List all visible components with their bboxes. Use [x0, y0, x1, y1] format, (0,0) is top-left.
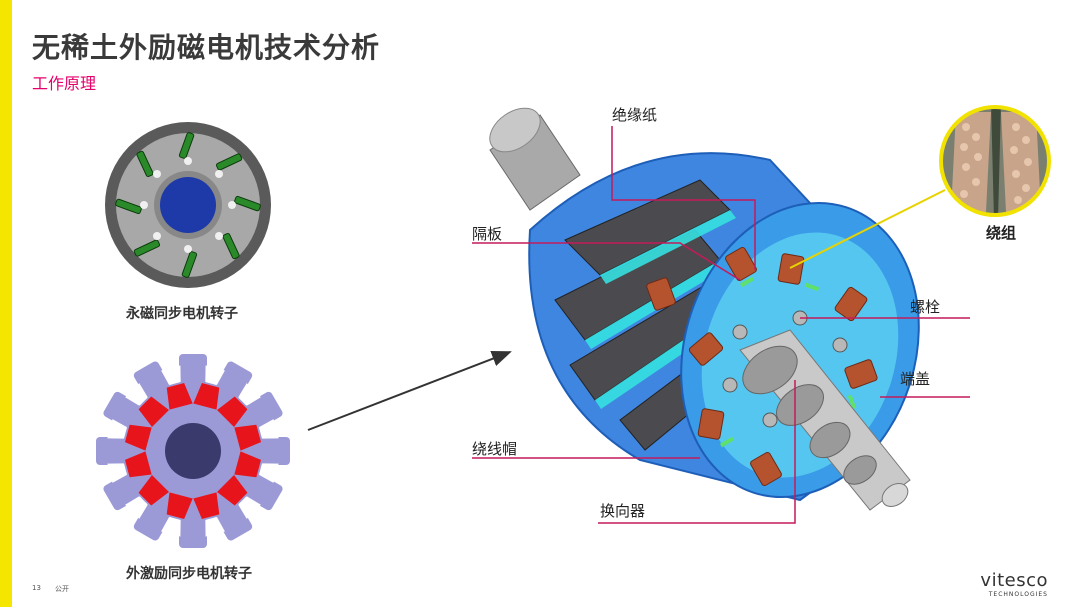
- callout-partition: 隔板: [472, 225, 503, 243]
- page-title: 无稀土外励磁电机技术分析: [32, 31, 381, 64]
- arrow: [307, 351, 512, 431]
- logo-wordmark: vitesco: [980, 570, 1048, 591]
- callout-commutator: 换向器: [600, 502, 646, 520]
- pm-rotor-illustration: [105, 122, 271, 288]
- winding-detail-inset: [939, 105, 1051, 217]
- callout-winding: 绕组: [986, 224, 1017, 242]
- callout-winding-cap: 绕线帽: [472, 440, 518, 458]
- ee-rotor-illustration: [96, 354, 290, 548]
- callout-bolt: 螺栓: [910, 298, 941, 316]
- page-number: 13: [32, 584, 41, 592]
- vitesco-logo: vitesco TECHNOLOGIES: [948, 570, 1048, 598]
- callout-insulation-paper: 绝缘纸: [612, 106, 658, 124]
- classification-label: 公开: [55, 585, 69, 593]
- logo-tagline: TECHNOLOGIES: [988, 591, 1048, 598]
- pm-rotor-caption: 永磁同步电机转子: [126, 306, 238, 322]
- rotor-3d-illustration: [489, 107, 920, 511]
- accent-bar: [0, 0, 12, 607]
- callout-end-cover: 端盖: [900, 370, 931, 388]
- ee-rotor-caption: 外激励同步电机转子: [126, 566, 252, 582]
- page-subtitle: 工作原理: [32, 74, 97, 93]
